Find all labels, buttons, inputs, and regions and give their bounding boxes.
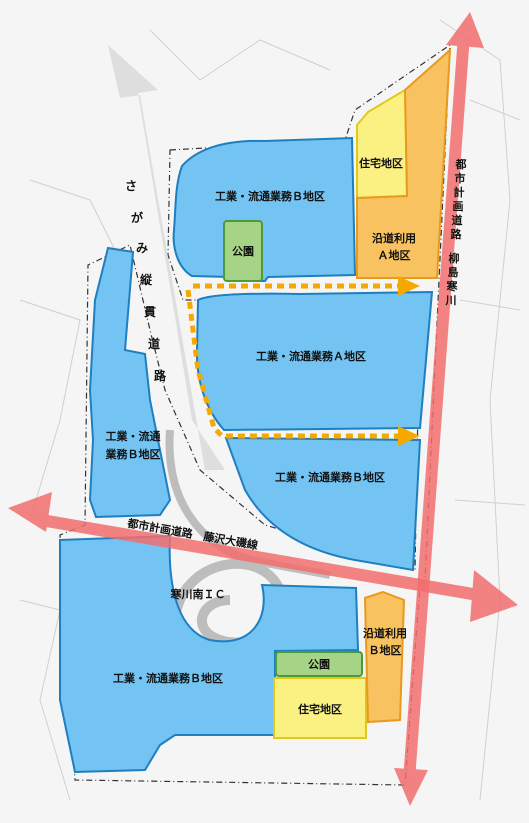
label-residential-north: 住宅地区 bbox=[359, 156, 403, 170]
yanagishima-road-arrow bbox=[394, 12, 484, 806]
sagami-road-arrow bbox=[108, 45, 225, 470]
svg-text:画: 画 bbox=[453, 200, 464, 213]
label-roadside-b-2: Ｂ地区 bbox=[369, 643, 402, 657]
dotted-link-arrows bbox=[185, 276, 420, 446]
svg-text:都: 都 bbox=[455, 157, 467, 171]
svg-text:寒: 寒 bbox=[446, 279, 459, 293]
svg-text:貫: 貫 bbox=[144, 305, 156, 319]
district-boundary bbox=[59, 43, 451, 786]
street-lines bbox=[19, 19, 526, 801]
svg-text:路: 路 bbox=[154, 368, 167, 383]
zone-park-south[interactable] bbox=[275, 651, 363, 677]
zone-industry-b-middle[interactable] bbox=[224, 436, 422, 572]
svg-text:計: 計 bbox=[454, 185, 465, 199]
zone-roadside-a[interactable] bbox=[356, 47, 452, 279]
zone-industry-b-west[interactable] bbox=[88, 246, 172, 519]
zone-park-north[interactable] bbox=[223, 220, 263, 282]
label-roadside-a-2: Ａ地区 bbox=[378, 248, 411, 262]
svg-text:路: 路 bbox=[451, 227, 463, 241]
svg-text:市: 市 bbox=[455, 171, 466, 185]
label-industry-b-west-2: 業務Ｂ地区 bbox=[105, 447, 161, 461]
svg-text:道: 道 bbox=[452, 213, 463, 227]
svg-text:縦: 縦 bbox=[140, 272, 153, 287]
label-industry-b-south: 工業・流通業務Ｂ地区 bbox=[113, 671, 223, 685]
label-yanagishima-road: 都 市 計 画 道 路 柳 島 寒 川 bbox=[445, 157, 467, 307]
zone-industry-b-north[interactable] bbox=[172, 136, 357, 282]
label-residential-south: 住宅地区 bbox=[298, 702, 342, 716]
svg-text:川: 川 bbox=[445, 294, 457, 307]
label-industry-b-middle: 工業・流通業務Ｂ地区 bbox=[275, 470, 385, 484]
label-park-north: 公園 bbox=[232, 245, 254, 258]
label-roadside-b-1: 沿道利用 bbox=[363, 626, 407, 640]
label-sagami-road: さ が み 縦 貫 道 路 bbox=[125, 179, 167, 383]
svg-text:柳: 柳 bbox=[449, 251, 460, 265]
svg-text:み: み bbox=[136, 241, 148, 255]
label-roadside-a-1: 沿道利用 bbox=[372, 231, 416, 245]
label-industry-b-west-1: 工業・流通 bbox=[106, 429, 161, 443]
zone-residential-south[interactable] bbox=[273, 677, 367, 739]
fujisawa-road-arrow bbox=[8, 492, 518, 622]
label-industry-b-north: 工業・流通業務Ｂ地区 bbox=[215, 189, 325, 203]
label-park-south: 公園 bbox=[308, 658, 330, 671]
label-interchange: 寒川南ＩＣ bbox=[170, 587, 226, 601]
svg-text:島: 島 bbox=[448, 265, 459, 279]
svg-text:が: が bbox=[131, 210, 143, 225]
label-industry-a: 工業・流通業務Ａ地区 bbox=[256, 349, 366, 363]
zone-roadside-b[interactable] bbox=[363, 590, 406, 724]
svg-text:道: 道 bbox=[148, 336, 160, 351]
svg-text:さ: さ bbox=[125, 179, 137, 193]
